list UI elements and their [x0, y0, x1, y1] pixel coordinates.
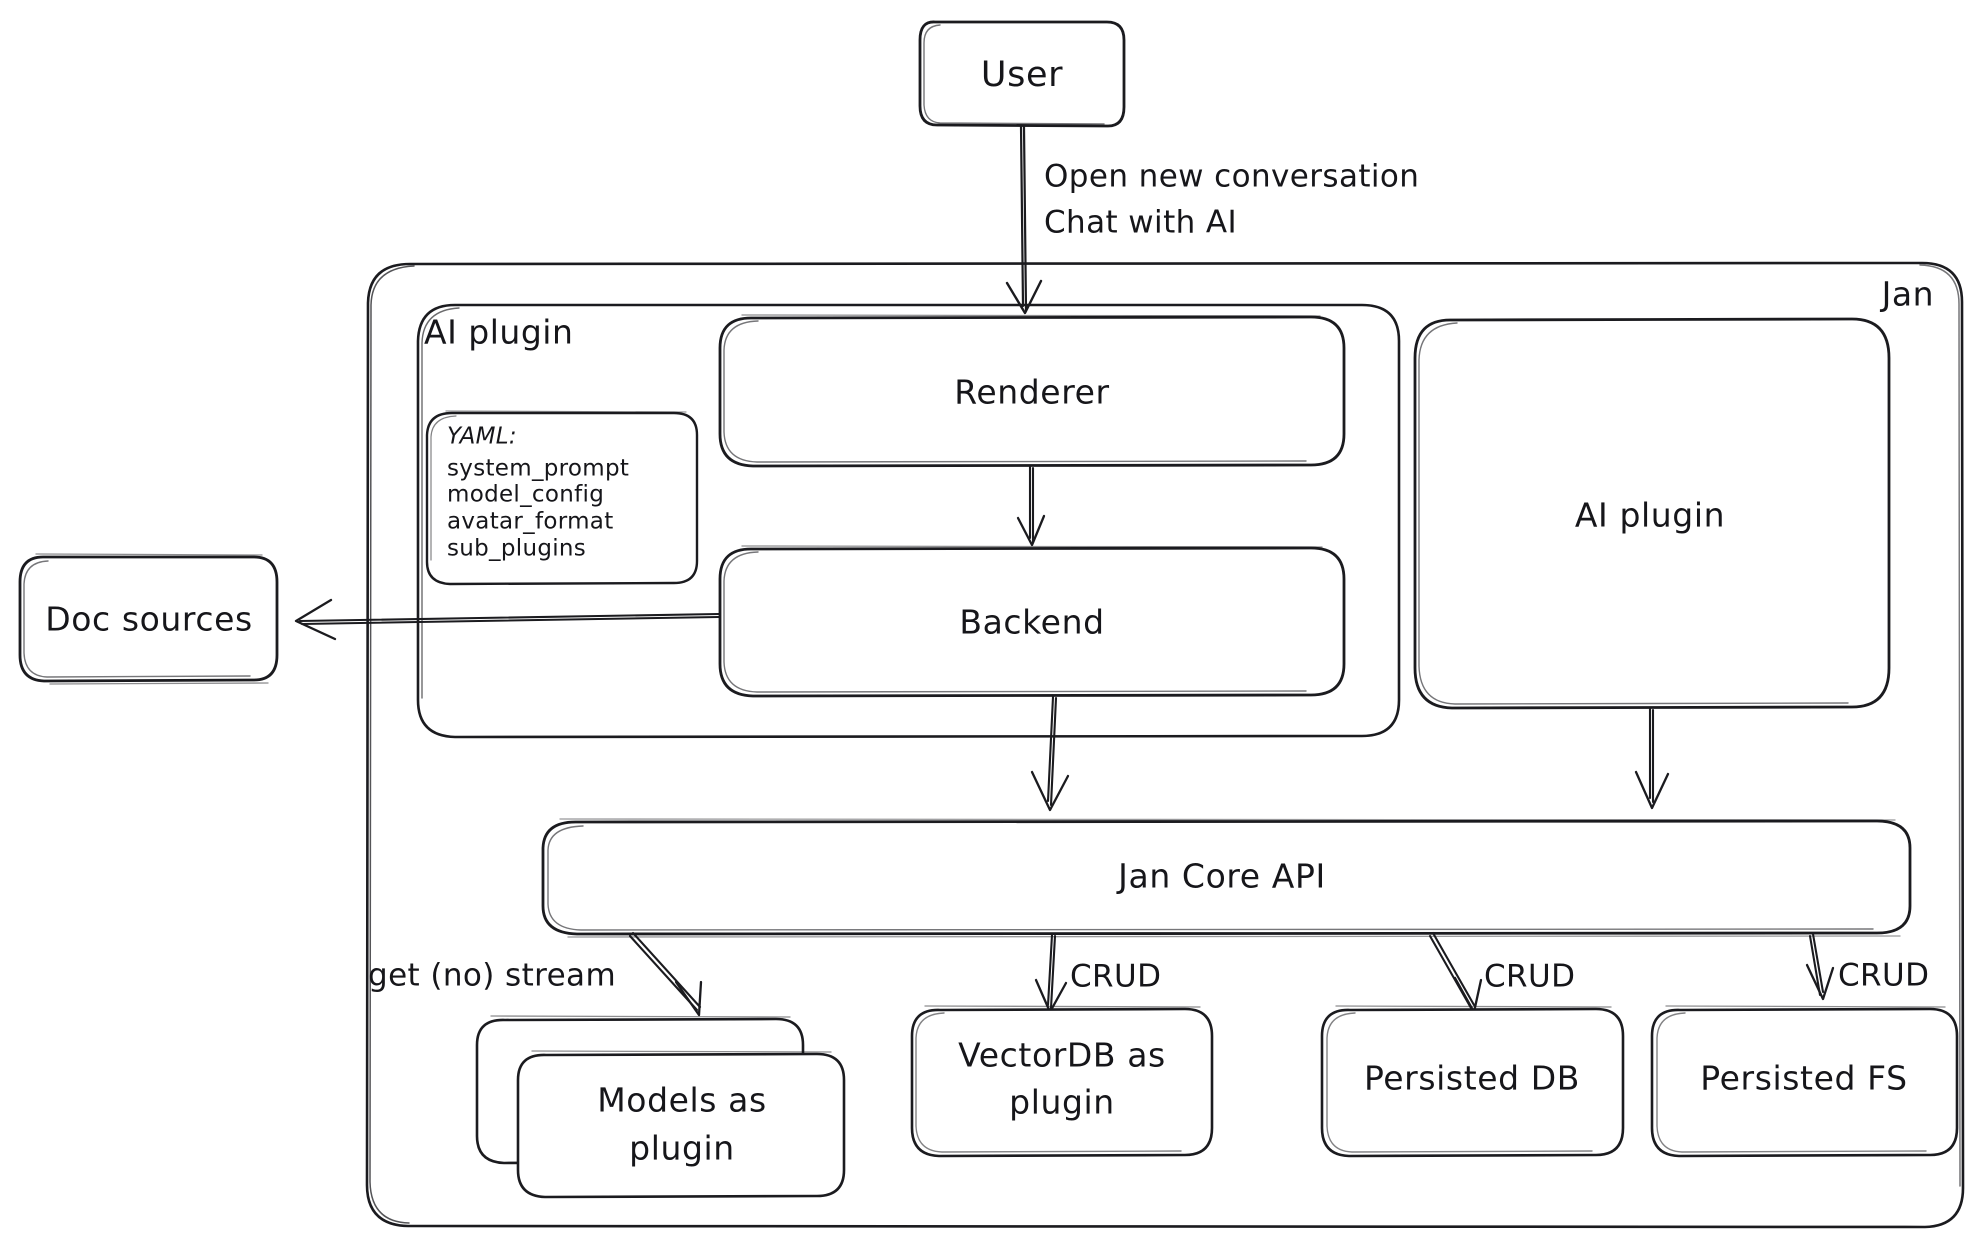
edge-jan-core-api-to-persisted-fs: CRUD — [1805, 932, 1929, 1001]
node-persisted-fs-label: Persisted FS — [1700, 1059, 1907, 1098]
yaml-item-0: system_prompt — [447, 456, 629, 482]
edge-jan-core-api-to-models: get (no) stream — [368, 931, 703, 1017]
ai-plugin-group-label: AI plugin — [424, 313, 573, 352]
edge-user-label-line2: Chat with AI — [1044, 205, 1237, 241]
edge-backend-to-jan-core-api — [1030, 695, 1070, 812]
edge-backend-to-doc-sources — [294, 598, 721, 641]
edge-jan-core-api-to-persisted-db: CRUD — [1428, 931, 1575, 1014]
edge-crud-vectordb-label: CRUD — [1070, 959, 1161, 995]
edge-crud-fs-label: CRUD — [1838, 958, 1929, 994]
node-models-plugin[interactable]: Models as plugin Models as plugin — [475, 1015, 846, 1199]
node-ai-plugin-label: AI plugin — [1575, 496, 1725, 535]
yaml-item-1: model_config — [447, 482, 604, 508]
node-renderer-label: Renderer — [954, 373, 1109, 412]
node-doc-sources-label: Doc sources — [45, 600, 253, 639]
node-doc-sources[interactable]: Doc sources — [18, 553, 279, 685]
edge-crud-db-label: CRUD — [1484, 959, 1575, 995]
node-models-plugin-label-line2: plugin — [629, 1129, 735, 1168]
node-jan-core-api-label: Jan Core API — [1116, 857, 1326, 896]
yaml-item-3: sub_plugins — [447, 536, 586, 562]
node-vectordb-plugin-label-line2: plugin — [1009, 1083, 1115, 1122]
node-persisted-db[interactable]: Persisted DB — [1320, 1005, 1625, 1158]
node-backend[interactable]: Backend — [718, 545, 1346, 698]
yaml-header: YAML: — [447, 424, 517, 450]
node-ai-plugin-box[interactable]: AI plugin — [1413, 317, 1891, 710]
node-models-plugin-label-line1: Models as — [597, 1081, 767, 1120]
node-user-label: User — [981, 55, 1063, 95]
edge-jan-core-api-to-vectordb: CRUD — [1034, 933, 1161, 1014]
jan-container-label: Jan — [1880, 275, 1934, 314]
edge-models-label: get (no) stream — [368, 958, 616, 994]
node-backend-label: Backend — [959, 603, 1104, 642]
edge-renderer-to-backend — [1016, 465, 1046, 547]
yaml-item-2: avatar_format — [447, 509, 614, 535]
yaml-card[interactable]: YAML: system_prompt model_config avatar_… — [425, 410, 699, 586]
node-persisted-db-label: Persisted DB — [1364, 1059, 1580, 1098]
node-persisted-fs[interactable]: Persisted FS — [1650, 1005, 1959, 1158]
edge-user-label-line1: Open new conversation — [1044, 159, 1419, 195]
node-user[interactable]: User — [918, 20, 1126, 128]
edge-ai-plugin-to-jan-core-api — [1634, 707, 1670, 810]
node-vectordb-plugin-label-line1: VectorDB as — [958, 1036, 1166, 1075]
node-jan-core-api[interactable]: Jan Core API — [541, 818, 1912, 938]
node-vectordb-plugin[interactable]: VectorDB as plugin VectorDB as plugin — [910, 1005, 1214, 1158]
node-renderer[interactable]: Renderer — [718, 314, 1346, 468]
edge-user-to-renderer: Open new conversation Chat with AI — [1005, 124, 1419, 315]
